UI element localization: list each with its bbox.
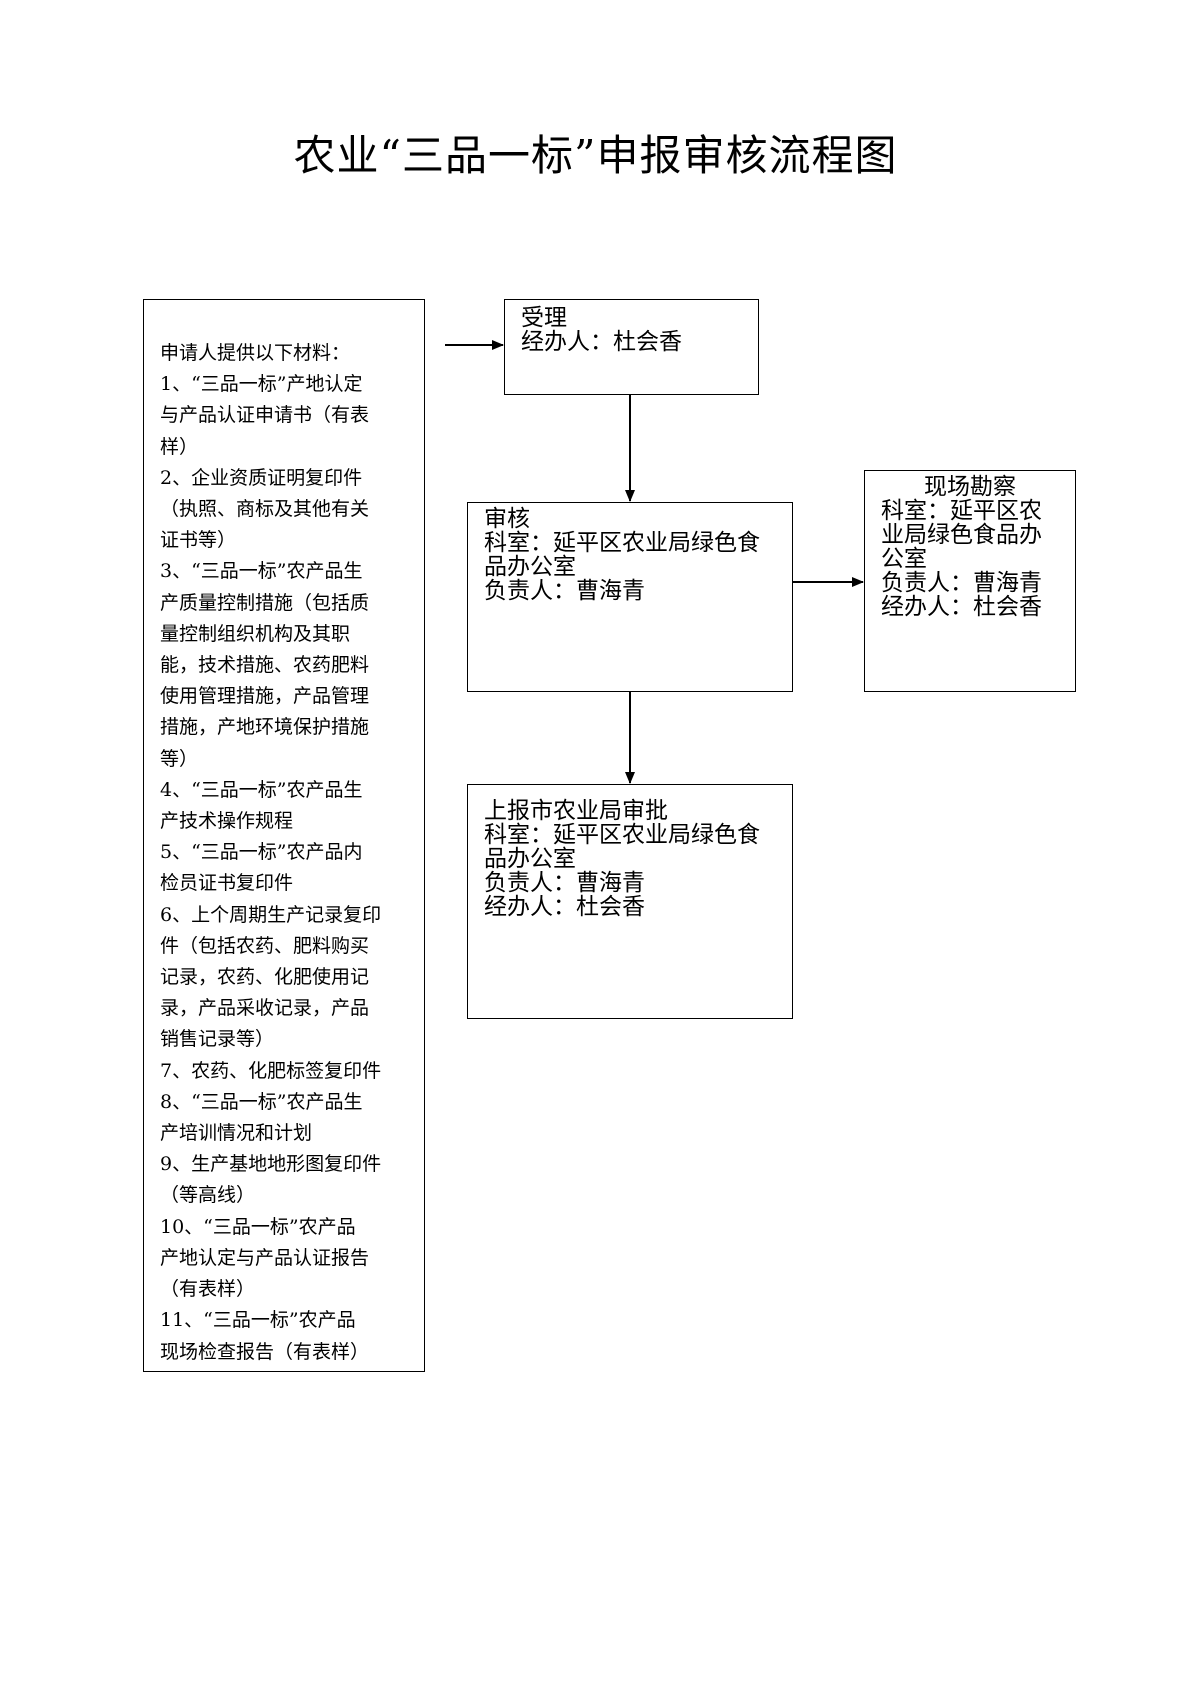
node-report-office: 科室：延平区农业局绿色食 [484, 822, 760, 848]
node-survey-office: 科室：延平区农 [881, 498, 1042, 524]
page-title: 农业“三品一标”申报审核流程图 [293, 131, 898, 180]
materials-list: 1、“三品一标”产地认定 与产品认证申请书（有表 样） 2、企业资质证明复印件 … [160, 369, 418, 1368]
materials-line: 件（包括农药、肥料购买 [160, 934, 370, 957]
materials-line: 7、农药、化肥标签复印件 [160, 1059, 382, 1082]
materials-line: 产质量控制措施（包括质 [160, 591, 370, 614]
node-review: 审核 科室：延平区农业局绿色食 品办公室 负责人：曹海青 [467, 502, 793, 692]
node-review-title: 审核 [484, 506, 530, 532]
materials-line: 能，技术措施、农药肥料 [160, 654, 370, 677]
node-survey-office-cont: 业局绿色食品办 [881, 522, 1042, 548]
materials-line: 9、生产基地地形图复印件 [160, 1153, 382, 1176]
materials-line: 现场检查报告（有表样） [160, 1340, 370, 1363]
node-report-title: 上报市农业局审批 [484, 798, 668, 824]
materials-line: 2、企业资质证明复印件 [160, 466, 363, 489]
materials-line: 5、“三品一标”农产品内 [160, 841, 363, 864]
node-report-responsible: 负责人：曹海青 [484, 870, 645, 896]
node-accept-title: 受理 [521, 305, 567, 331]
node-accept-handler: 经办人：杜会香 [521, 329, 682, 355]
node-review-responsible: 负责人：曹海青 [484, 578, 645, 604]
node-survey: 现场勘察 科室：延平区农 业局绿色食品办 公室 负责人：曹海青 经办人：杜会香 [864, 470, 1076, 692]
materials-line: 8、“三品一标”农产品生 [160, 1090, 363, 1113]
materials-line: 与产品认证申请书（有表 [160, 404, 370, 427]
node-accept: 受理 经办人：杜会香 [504, 299, 759, 395]
materials-line: 量控制组织机构及其职 [160, 622, 351, 645]
materials-box: 申请人提供以下材料： 1、“三品一标”产地认定 与产品认证申请书（有表 样） 2… [143, 299, 425, 1372]
node-report-handler: 经办人：杜会香 [484, 894, 645, 920]
materials-line: （执照、商标及其他有关 [160, 498, 370, 521]
materials-line: 6、上个周期生产记录复印 [160, 903, 382, 926]
materials-line: 等） [160, 747, 199, 770]
node-survey-responsible: 负责人：曹海青 [881, 570, 1042, 596]
node-report: 上报市农业局审批 科室：延平区农业局绿色食 品办公室 负责人：曹海青 经办人：杜… [467, 784, 793, 1019]
materials-line: （有表样） [160, 1278, 256, 1301]
node-survey-title: 现场勘察 [924, 474, 1016, 500]
materials-line: 10、“三品一标”农产品 [160, 1215, 356, 1238]
materials-line: 产地认定与产品认证报告 [160, 1246, 370, 1269]
node-survey-office-cont2: 公室 [881, 546, 927, 572]
materials-line: 使用管理措施，产品管理 [160, 685, 370, 708]
materials-line: （等高线） [160, 1184, 256, 1207]
materials-line: 证书等） [160, 529, 237, 552]
materials-line: 11、“三品一标”农产品 [160, 1309, 356, 1332]
node-review-office-cont: 品办公室 [484, 554, 576, 580]
node-review-office: 科室：延平区农业局绿色食 [484, 530, 760, 556]
materials-line: 记录，农药、化肥使用记 [160, 966, 370, 989]
materials-line: 产培训情况和计划 [160, 1122, 313, 1145]
materials-line: 1、“三品一标”产地认定 [160, 373, 363, 396]
materials-line: 检员证书复印件 [160, 872, 294, 895]
materials-line: 措施，产地环境保护措施 [160, 716, 370, 739]
materials-heading: 申请人提供以下材料： [160, 342, 351, 364]
node-survey-handler: 经办人：杜会香 [881, 594, 1042, 620]
materials-line: 产技术操作规程 [160, 810, 294, 833]
materials-line: 4、“三品一标”农产品生 [160, 778, 363, 801]
materials-line: 录，产品采收记录，产品 [160, 997, 370, 1020]
materials-line: 3、“三品一标”农产品生 [160, 560, 363, 583]
node-report-office-cont: 品办公室 [484, 846, 576, 872]
materials-line: 样） [160, 435, 199, 458]
materials-line: 销售记录等） [160, 1028, 275, 1051]
